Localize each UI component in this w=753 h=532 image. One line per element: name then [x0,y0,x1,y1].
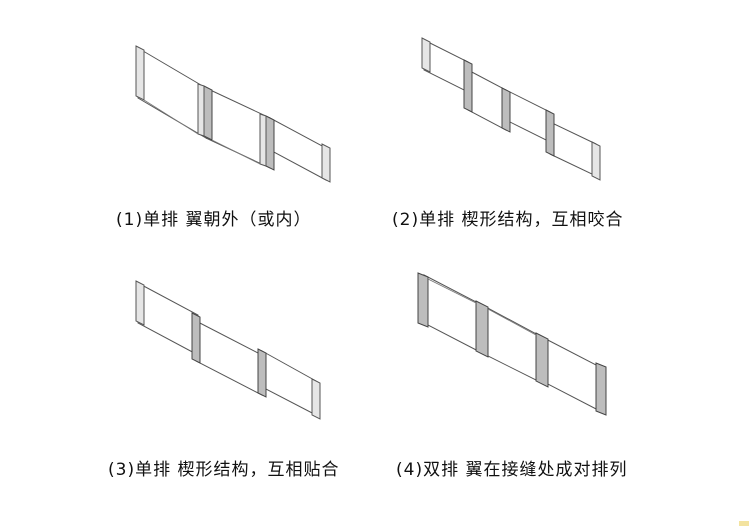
diagram-3: (3)单排 楔形结构，互相贴合 [108,275,360,480]
diagram-3-illustration [135,280,321,420]
diagram-4-caption: (4)双排 翼在接缝处成对排列 [396,460,628,480]
watermark-badge [739,521,749,526]
diagram-4-illustration [417,272,607,416]
diagram-2-caption: (2)单排 楔形结构，互相咬合 [392,210,624,230]
diagram-4: (4)双排 翼在接缝处成对排列 [396,265,650,480]
diagram-1-illustration [135,45,331,183]
diagram-1-caption: (1)单排 翼朝外（或内） [116,210,312,230]
diagram-1: (1)单排 翼朝外（或内） [116,40,360,230]
diagram-2-illustration [421,37,601,181]
diagram-3-caption: (3)单排 楔形结构，互相贴合 [108,460,340,480]
diagram-2: (2)单排 楔形结构，互相咬合 [392,30,650,230]
